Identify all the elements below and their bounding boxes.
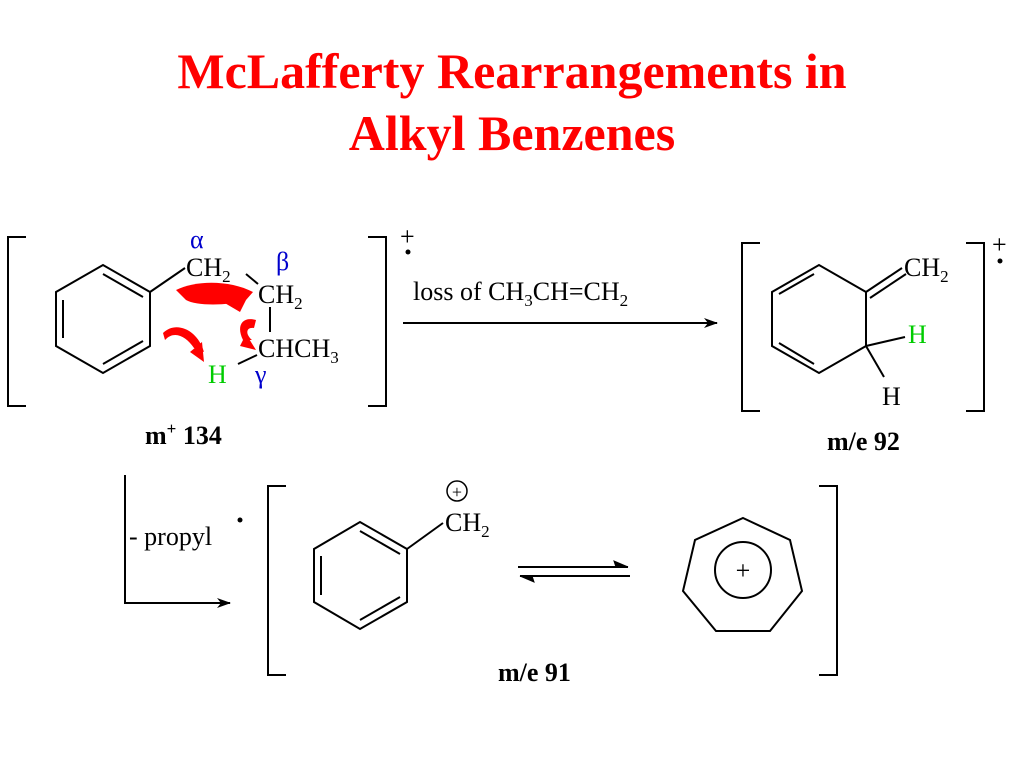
title-line-1: McLafferty Rearrangements in — [177, 43, 847, 99]
radical-dot-1 — [405, 249, 411, 255]
page-title: McLafferty Rearrangements in Alkyl Benze… — [0, 40, 1024, 164]
cyclohexadiene-ring — [771, 263, 907, 378]
product-92: + CH2 H H m/e 92 — [741, 230, 1007, 456]
cation-charge-circle — [446, 480, 468, 502]
tropylium-charge: + — [736, 556, 751, 585]
bracket-left-2 — [741, 242, 760, 412]
cation-charge-symbol: + — [452, 482, 462, 502]
bracket-right-3 — [819, 485, 838, 676]
radical-cation-charge-1: + — [400, 222, 415, 251]
molecular-ion-mass-label: m+ 134 — [145, 419, 222, 450]
exo-methylene-label: CH2 — [904, 253, 949, 286]
benzene-ring-1 — [55, 263, 151, 375]
alkyl-chain-bonds — [149, 267, 271, 365]
beta-ch2-label: CH2 — [258, 280, 303, 313]
bracket-left-3 — [267, 485, 286, 676]
alpha-ch2-label: CH2 — [186, 253, 231, 286]
step1-label: loss of CH3CH=CH2 — [413, 277, 628, 310]
molecular-ion: + α β γ CH2 CH2 CHCH3 H m+ 134 — [7, 222, 415, 450]
beta-label: β — [276, 247, 289, 276]
alpha-label: α — [190, 225, 204, 254]
step1-arrow-group: loss of CH3CH=CH2 — [403, 277, 718, 328]
propyl-radical-dot — [237, 517, 243, 523]
benzyl-ring — [313, 520, 444, 631]
tropylium-ring: + — [681, 516, 804, 632]
gamma-chch3-label: CHCH3 — [258, 334, 339, 367]
equilibrium-arrows — [518, 560, 630, 583]
step2-arrow-group: - propyl — [124, 475, 243, 608]
title-line-2: Alkyl Benzenes — [348, 105, 676, 161]
gamma-hydrogen: H — [208, 360, 227, 389]
product92-mass-label: m/e 92 — [827, 427, 900, 456]
gamma-label: γ — [254, 360, 267, 389]
bracket-left-1 — [7, 236, 26, 407]
step2-label: - propyl — [129, 522, 212, 551]
product-91: + CH2 + m/e 91 — [267, 480, 838, 687]
curved-electron-arrows — [163, 282, 256, 362]
transferred-hydrogen: H — [908, 320, 927, 349]
bracket-right-1 — [368, 236, 387, 407]
radical-cation-charge-2: + — [992, 230, 1007, 259]
bracket-right-2 — [966, 242, 985, 412]
product91-mass-label: m/e 91 — [498, 658, 571, 687]
ring-hydrogen: H — [882, 382, 901, 411]
radical-dot-2 — [997, 258, 1003, 264]
benzyl-ch2-label: CH2 — [445, 508, 490, 541]
step2-arrow — [124, 475, 231, 608]
